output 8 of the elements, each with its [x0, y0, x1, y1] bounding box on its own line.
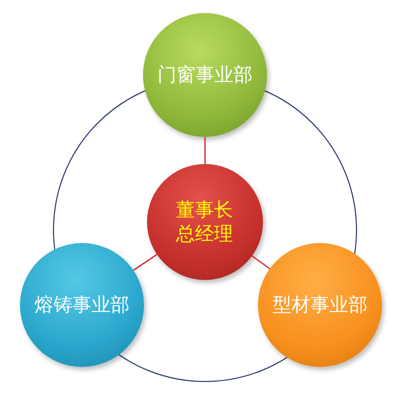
connector-line [252, 255, 270, 270]
connector-line [133, 254, 158, 271]
node-label: 门窗事业部 [158, 63, 252, 87]
department-circle [258, 243, 382, 367]
node-label: 董事长总经理 [175, 198, 234, 246]
node-label: 熔铸事业部 [34, 293, 130, 317]
connector-line [204, 137, 206, 164]
node-label: 型材事业部 [272, 293, 368, 317]
